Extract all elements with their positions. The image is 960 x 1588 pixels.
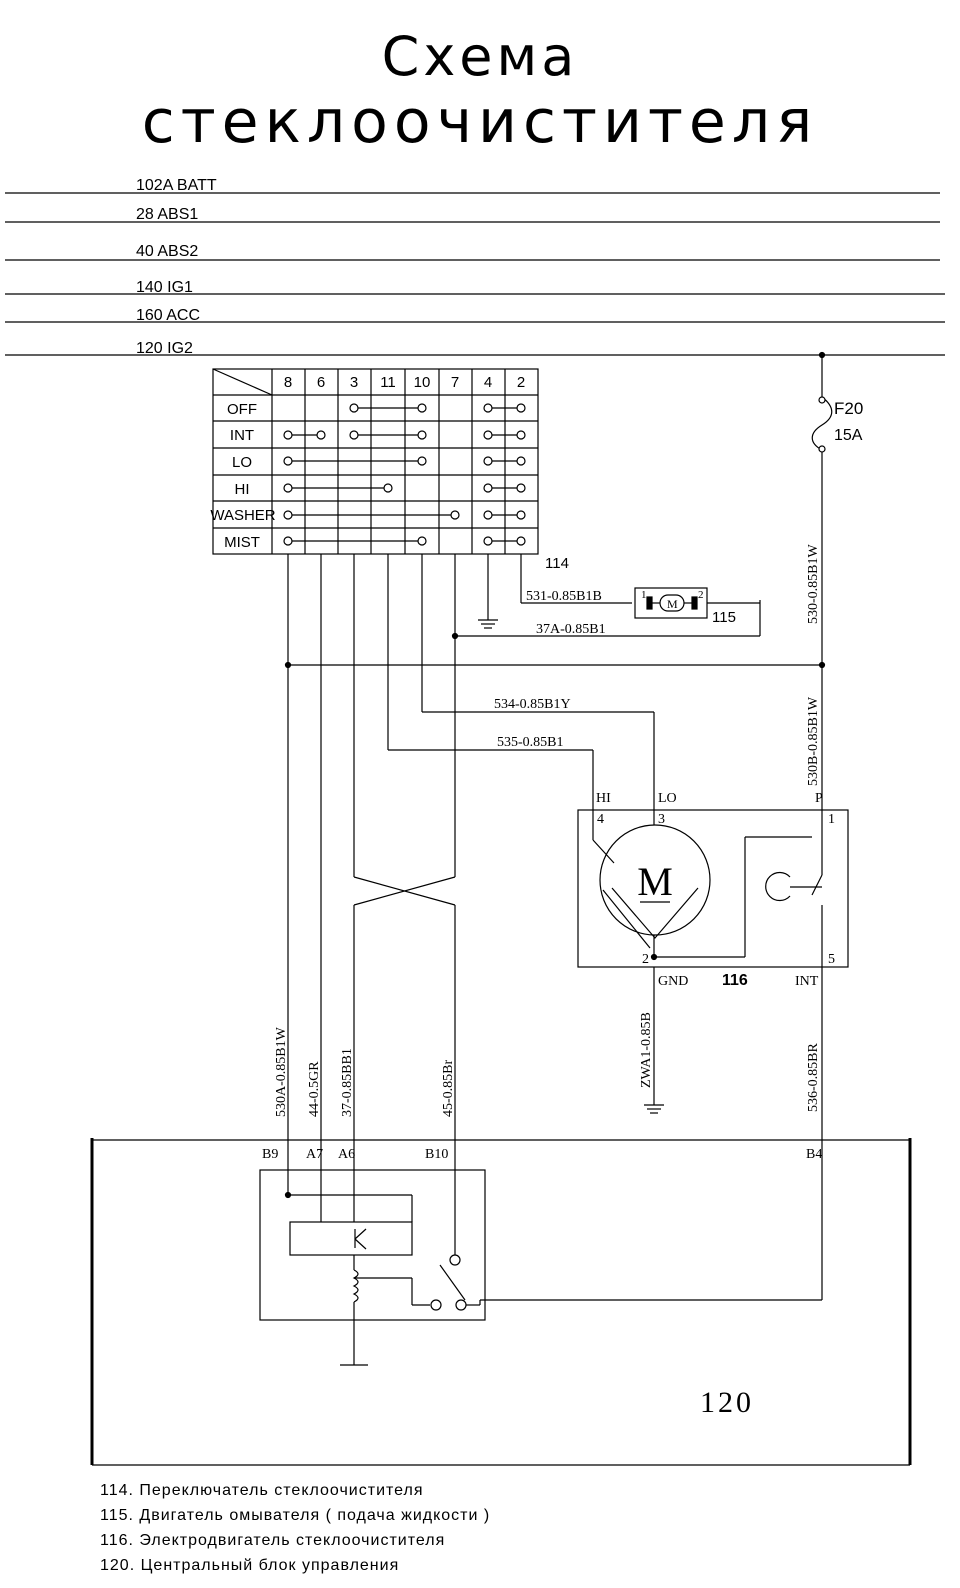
component-legend: 114. Переключатель стеклоочистителя 115.… bbox=[100, 1478, 490, 1578]
central-control-unit: B9 A7 A6 B10 B4 120 bbox=[90, 1138, 912, 1466]
motor-pin-p: P bbox=[815, 791, 823, 806]
motor-pin-number: 2 bbox=[642, 952, 649, 967]
switch-row-label: OFF bbox=[227, 401, 257, 418]
switch-column-label: 3 bbox=[350, 374, 358, 391]
motor-pin-gnd: GND bbox=[658, 974, 688, 989]
switch-contacts bbox=[283, 403, 526, 546]
washer-pin-label: 2 bbox=[698, 589, 704, 601]
fuse-name: F20 bbox=[834, 399, 863, 418]
motor-pin-lo: LO bbox=[658, 791, 677, 806]
switch-row-label: HI bbox=[235, 481, 250, 498]
wire-label: 530A-0.85B1W bbox=[274, 1026, 289, 1117]
bus-label: 120 IG2 bbox=[136, 340, 193, 357]
wiper-motor-symbol: M bbox=[637, 859, 673, 904]
wire-label: 536-0.85BR bbox=[806, 1043, 821, 1113]
legend-item: 116. Электродвигатель стеклоочистителя bbox=[100, 1532, 446, 1549]
switch-column-label: 6 bbox=[317, 374, 325, 391]
fuse-rating: 15A bbox=[834, 427, 863, 444]
wire-label: 37A-0.85B1 bbox=[536, 622, 606, 637]
switch-column-label: 4 bbox=[484, 374, 492, 391]
switch-id-label: 114 bbox=[545, 555, 569, 572]
bus-label: 40 ABS2 bbox=[136, 243, 198, 260]
motor-pin-number: 1 bbox=[828, 812, 835, 827]
wire-label: 44-0.5GR bbox=[307, 1061, 322, 1117]
wiper-motor-id-label: 116 bbox=[722, 972, 748, 989]
switch-column-label: 7 bbox=[451, 374, 459, 391]
switch-row-label: LO bbox=[232, 454, 252, 471]
ecu-pin-label: A6 bbox=[338, 1147, 355, 1162]
bus-label: 160 ACC bbox=[136, 307, 200, 324]
washer-pin-label: 1 bbox=[641, 589, 647, 601]
wire-label: 530-0.85B1W bbox=[806, 544, 821, 625]
washer-motor-symbol: M bbox=[667, 597, 678, 611]
switch-column-label: 8 bbox=[284, 374, 292, 391]
ecu-pin-label: A7 bbox=[306, 1147, 323, 1162]
washer-motor: M 1 2 115 bbox=[634, 587, 761, 636]
legend-item: 120. Центральный блок управления bbox=[100, 1557, 400, 1574]
fuse-f20: F20 15A bbox=[811, 351, 863, 810]
motor-pin-number: 5 bbox=[828, 952, 835, 967]
ecu-pin-label: B9 bbox=[262, 1147, 278, 1162]
switch-wires bbox=[284, 554, 822, 1255]
switch-column-label: 10 bbox=[414, 374, 431, 391]
power-buses: 102A BATT 28 ABS1 40 ABS2 140 IG1 160 AC… bbox=[5, 177, 945, 357]
wire-label: 530B-0.85B1W bbox=[806, 696, 821, 786]
motor-pin-int: INT bbox=[795, 974, 819, 989]
switch-column-label: 11 bbox=[380, 374, 396, 391]
washer-motor-id-label: 115 bbox=[712, 609, 736, 626]
legend-item: 115. Двигатель омывателя ( подача жидкос… bbox=[100, 1507, 491, 1524]
motor-pin-number: 4 bbox=[597, 812, 604, 827]
page-title-line2: стеклоочистителя bbox=[141, 87, 819, 157]
wire-label: 37-0.85BB1 bbox=[340, 1048, 355, 1117]
wire-label: 535-0.85B1 bbox=[497, 735, 564, 750]
bus-label: 28 ABS1 bbox=[136, 206, 198, 223]
ecu-pin-label: B4 bbox=[806, 1147, 822, 1162]
bus-label: 140 IG1 bbox=[136, 279, 193, 296]
wire-label: 534-0.85B1Y bbox=[494, 697, 571, 712]
switch-row-label: WASHER bbox=[210, 507, 275, 524]
motor-pin-hi: HI bbox=[596, 791, 611, 806]
wire-labels: 531-0.85B1B 37A-0.85B1 534-0.85B1Y 535-0… bbox=[274, 544, 821, 1118]
switch-column-label: 2 bbox=[517, 374, 525, 391]
wire-label: 531-0.85B1B bbox=[526, 589, 602, 604]
switch-row-label: INT bbox=[230, 427, 254, 444]
wiper-motor: M HI LO P 4 3 1 2 5 GND INT 116 bbox=[577, 791, 849, 989]
page-title-line1: Схема bbox=[381, 25, 579, 88]
wire-label: ZWA1-0.85B bbox=[639, 1012, 654, 1088]
legend-item: 114. Переключатель стеклоочистителя bbox=[100, 1482, 424, 1499]
motor-pin-number: 3 bbox=[658, 812, 665, 827]
wire-label: 45-0.85Br bbox=[441, 1060, 456, 1118]
switch-row-label: MIST bbox=[224, 534, 260, 551]
wiper-switch-table: 8 6 3 11 10 7 4 2 OFF INT LO HI WASHER M… bbox=[210, 368, 569, 572]
ecu-pin-label: B10 bbox=[425, 1147, 448, 1162]
motor-ground-wires bbox=[480, 967, 823, 1301]
control-unit-id-label: 120 bbox=[700, 1386, 754, 1419]
bus-label: 102A BATT bbox=[136, 177, 217, 194]
